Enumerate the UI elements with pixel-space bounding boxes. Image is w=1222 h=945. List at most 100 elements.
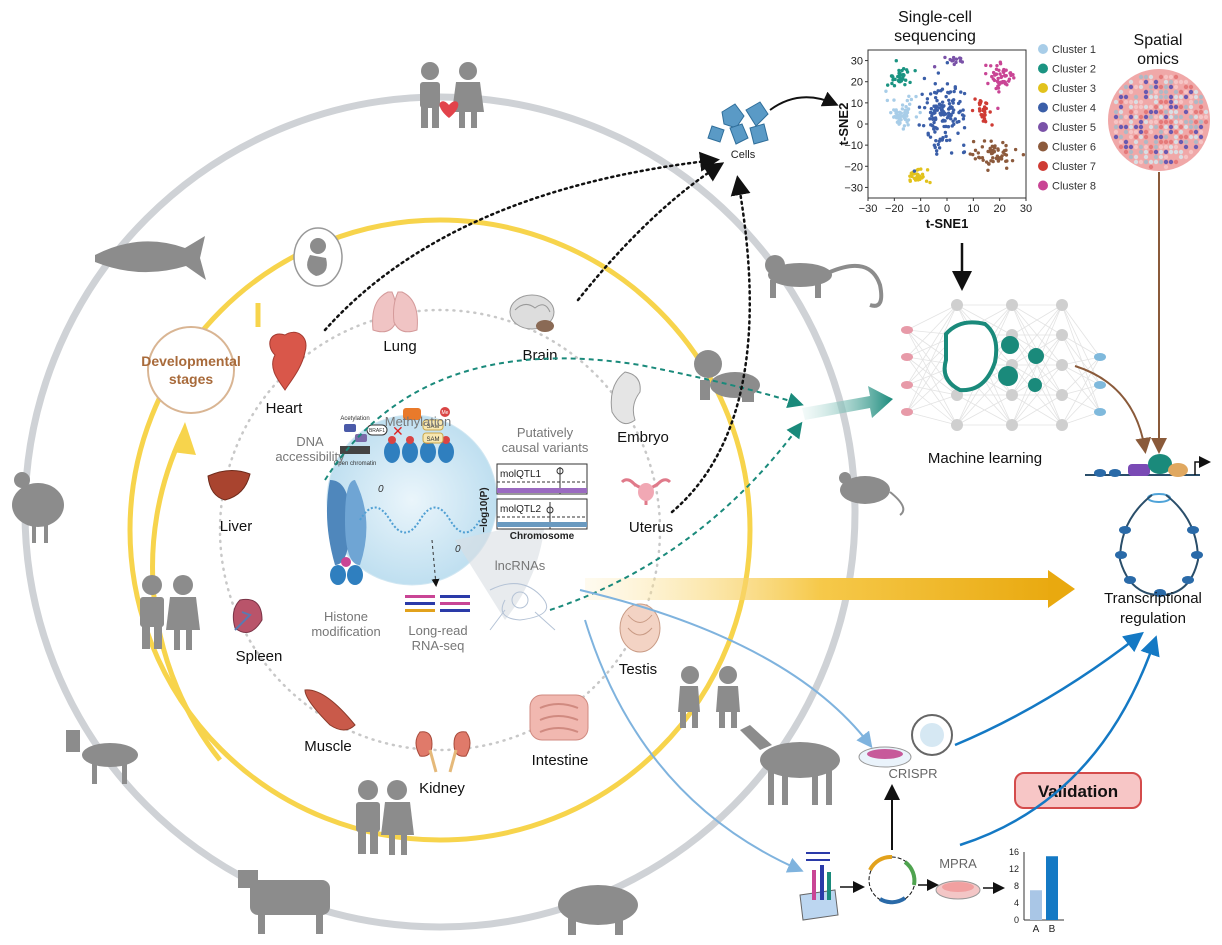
tsne-point-cluster-4	[928, 110, 933, 115]
spatial-spot	[1113, 134, 1119, 140]
spatial-spot	[1123, 104, 1129, 110]
sam-label-1: SAM	[426, 424, 439, 430]
tsne-point-cluster-4	[962, 150, 967, 154]
tsne-point-cluster-1	[894, 109, 898, 113]
tsne-point-cluster-1	[904, 113, 909, 117]
bar-ytick-label: 16	[1009, 847, 1019, 857]
tsne-point-cluster-4	[934, 138, 938, 143]
tsne-point-cluster-6	[994, 156, 999, 160]
spatial-spot	[1173, 124, 1179, 130]
spatial-spot	[1123, 84, 1129, 90]
tsne-point-cluster-4	[933, 116, 938, 120]
tsne-point-cluster-2	[902, 73, 906, 77]
tsne-point-cluster-1	[884, 89, 888, 93]
nn-node	[1056, 359, 1068, 371]
spatial-spot	[1118, 129, 1124, 135]
tsne-point-cluster-7	[982, 115, 986, 119]
tsne-point-cluster-1	[907, 102, 912, 106]
legend-label-cluster-3: Cluster 3	[1052, 83, 1096, 95]
nn-edge	[1061, 364, 1101, 413]
brain-to-cells-arrow	[576, 162, 725, 302]
tsne-point-cluster-4	[939, 88, 943, 93]
spatial-spot	[1173, 114, 1179, 120]
tsne-point-cluster-4	[940, 108, 945, 113]
spatial-spot	[1183, 104, 1189, 110]
tsne-point-cluster-6	[973, 148, 978, 153]
tsne-point-cluster-4	[920, 92, 924, 96]
cells-label: Cells	[731, 149, 756, 161]
longread-line2: RNA-seq	[412, 638, 465, 653]
tsne-point-cluster-1	[895, 113, 899, 117]
spatial-spot	[1173, 119, 1179, 125]
tsne-point-cluster-4	[922, 76, 927, 81]
tsne-point-cluster-2	[908, 80, 912, 85]
spatial-spot	[1168, 139, 1174, 145]
tsne-point-cluster-1	[905, 98, 910, 103]
tsne-point-cluster-6	[1021, 153, 1026, 157]
tsne-point-cluster-4	[949, 106, 954, 110]
tsne-point-cluster-8	[1004, 68, 1008, 72]
spatial-spot	[1188, 124, 1194, 130]
nn-edge	[906, 304, 958, 358]
tsne-point-cluster-4	[962, 143, 966, 147]
tsne-point-cluster-8	[997, 90, 1001, 94]
spatial-spot	[1138, 139, 1144, 145]
tsne-point-cluster-5	[958, 59, 963, 63]
tsne-point-cluster-4	[928, 92, 933, 96]
spatial-spot	[1158, 154, 1164, 160]
spatial-spot	[1148, 144, 1154, 150]
transcriptional-regulation-line2: regulation	[1120, 610, 1186, 627]
spatial-spot	[1118, 119, 1124, 125]
developmental-stages-line2: stages	[169, 371, 214, 387]
tsne-point-cluster-8	[998, 72, 1002, 76]
spatial-spot	[1128, 89, 1134, 95]
tsne-point-cluster-6	[1004, 143, 1008, 148]
tsne-point-cluster-4	[933, 82, 937, 86]
spatial-spot	[1183, 144, 1189, 150]
zero-label-2: 0	[455, 544, 461, 555]
spatial-spot	[1183, 114, 1189, 120]
putative-line1: Putatively	[517, 425, 574, 440]
spatial-spot	[1143, 104, 1149, 110]
tsne-xtick-label: 10	[967, 203, 979, 215]
spatial-spot	[1113, 104, 1119, 110]
tsne-xlabel: t-SNE1	[926, 216, 969, 231]
spatial-spot	[1133, 149, 1139, 155]
spatial-spot	[1173, 89, 1179, 95]
spatial-spot	[1143, 84, 1149, 90]
tsne-xtick-label: −20	[885, 203, 904, 215]
molqtl2-label: molQTL2	[500, 504, 542, 515]
crispr-label: CRISPR	[888, 766, 937, 781]
nn-edge	[906, 304, 958, 331]
tsne-point-cluster-4	[942, 119, 946, 123]
nucleosome-row	[384, 441, 454, 463]
tsne-point-cluster-4	[912, 169, 917, 173]
tsne-point-cluster-3	[920, 176, 924, 180]
spatial-spot	[1133, 89, 1139, 95]
spatial-spot	[1163, 89, 1169, 95]
spatial-spot	[1153, 109, 1159, 115]
tsne-point-cluster-3	[916, 172, 920, 177]
legend-swatch-cluster-1	[1038, 44, 1048, 54]
spatial-spot	[1133, 94, 1139, 100]
spatial-spot	[1173, 149, 1179, 155]
kidney-label: Kidney	[419, 780, 465, 797]
spatial-spot	[1163, 79, 1169, 85]
tsne-point-cluster-4	[952, 122, 956, 126]
spatial-spot	[1163, 119, 1169, 125]
spatial-spot	[1183, 109, 1189, 115]
tsne-point-cluster-4	[934, 149, 939, 153]
tsne-point-cluster-4	[925, 97, 930, 101]
spatial-spot	[1173, 84, 1179, 90]
spatial-spot	[1133, 144, 1139, 150]
tsne-point-cluster-2	[885, 83, 890, 87]
spatial-spot	[1133, 139, 1139, 145]
goat-icon	[66, 730, 138, 784]
heart-label: Heart	[266, 400, 304, 417]
nn-edge	[906, 304, 958, 413]
spatial-spot	[1153, 74, 1159, 80]
nn-edge	[1061, 384, 1101, 426]
tsne-point-cluster-3	[912, 176, 916, 180]
spatial-spot	[1153, 89, 1159, 95]
tsne-point-cluster-6	[986, 162, 991, 166]
